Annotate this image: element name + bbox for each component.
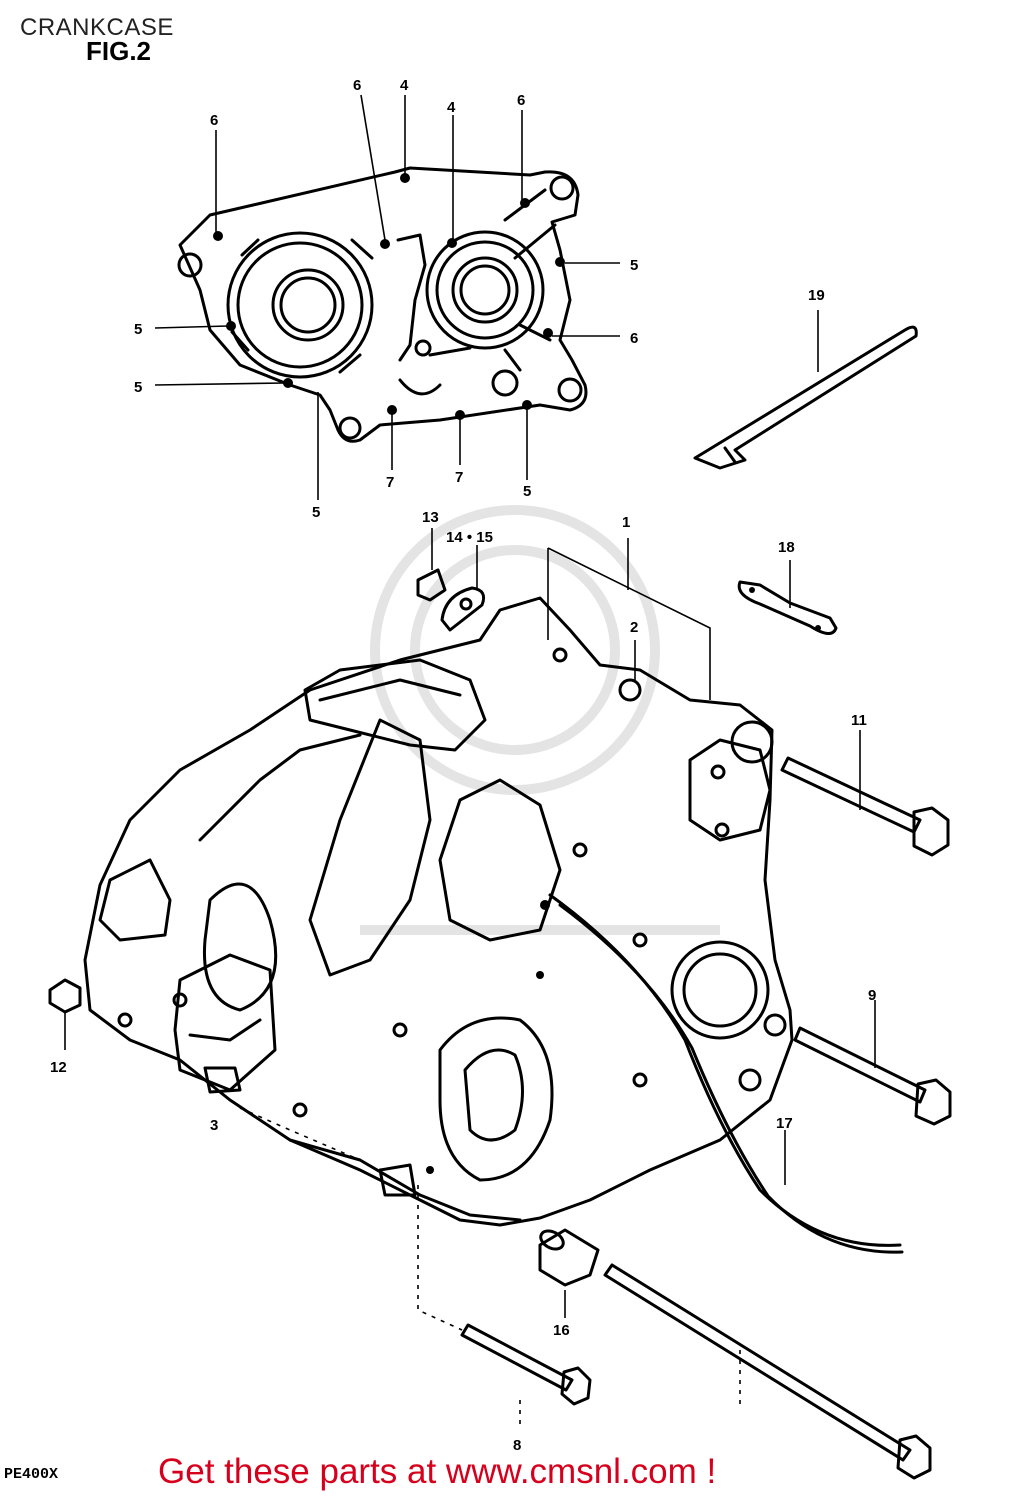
callout-11: 11 bbox=[851, 712, 867, 729]
callout-5: 5 bbox=[312, 504, 320, 521]
callout-4: 4 bbox=[400, 77, 409, 94]
part-8-bolt bbox=[460, 1323, 592, 1430]
part-18-bracket bbox=[737, 560, 838, 635]
part-16-sleeve bbox=[538, 1228, 600, 1318]
callout-4: 4 bbox=[447, 99, 456, 116]
callout-6: 6 bbox=[630, 330, 638, 347]
callout-14-15: 14 • 15 bbox=[446, 529, 493, 546]
callout-16: 16 bbox=[553, 1322, 570, 1339]
page-title: CRANKCASE bbox=[20, 14, 174, 41]
part-11-bolt bbox=[780, 730, 950, 857]
callout-7: 7 bbox=[386, 474, 394, 491]
callout-6: 6 bbox=[517, 92, 525, 109]
part-13-plug bbox=[416, 528, 447, 602]
assembly-dashed-lines bbox=[239, 538, 711, 1331]
part-17-hose bbox=[548, 893, 904, 1254]
callout-3: 3 bbox=[210, 1117, 218, 1134]
callout-9: 9 bbox=[868, 987, 876, 1004]
model-code: PE400X bbox=[4, 1466, 59, 1483]
crankcase-half-inner-view bbox=[177, 166, 588, 443]
part-10-long-bolt bbox=[603, 1263, 932, 1480]
figure-label: FIG.2 bbox=[86, 36, 152, 66]
part-14-15-gasket bbox=[440, 545, 486, 632]
callout-labels: 6 6 4 4 6 5 5 5 6 7 7 5 5 19 13 14 • 15 … bbox=[50, 77, 876, 1454]
callout-8: 8 bbox=[513, 1437, 521, 1454]
callout-7: 7 bbox=[455, 469, 463, 486]
callout-2: 2 bbox=[630, 619, 638, 636]
leader-lines-upper bbox=[154, 94, 620, 500]
callout-5: 5 bbox=[523, 483, 531, 500]
callout-1: 1 bbox=[622, 514, 630, 531]
part-12-plug bbox=[48, 978, 82, 1050]
callout-5: 5 bbox=[630, 257, 638, 274]
callout-5: 5 bbox=[134, 321, 142, 338]
callout-6: 6 bbox=[353, 77, 361, 94]
callout-19: 19 bbox=[808, 287, 825, 304]
cmsnl-parts-link[interactable]: Get these parts at www.cmsnl.com ! bbox=[158, 1452, 717, 1491]
callout-13: 13 bbox=[422, 509, 439, 526]
callout-18: 18 bbox=[778, 539, 795, 556]
callout-12: 12 bbox=[50, 1059, 67, 1076]
watermark-logo bbox=[360, 505, 720, 935]
callout-17: 17 bbox=[776, 1115, 793, 1132]
crankcase-assembly bbox=[83, 596, 794, 1227]
part-19-strap bbox=[693, 310, 918, 470]
callout-5: 5 bbox=[134, 379, 142, 396]
part-9-bolt bbox=[793, 1000, 952, 1126]
callout-6: 6 bbox=[210, 112, 218, 129]
